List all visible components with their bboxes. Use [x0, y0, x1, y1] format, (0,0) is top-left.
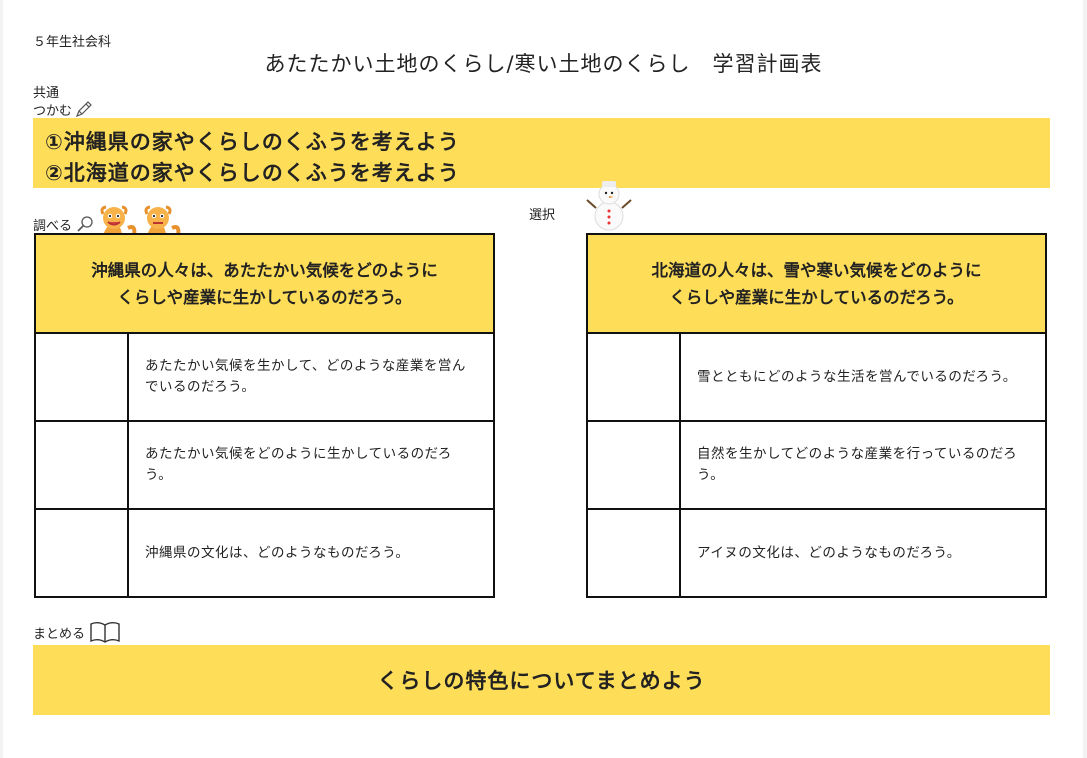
okinawa-question: 沖縄県の人々は、あたたかい気候をどのように くらしや産業に生かしているのだろう。: [36, 235, 493, 334]
okinawa-row-check-cell[interactable]: [36, 334, 129, 420]
okinawa-row: あたたかい気候を生かして、どのような産業を営んでいるのだろう。: [36, 334, 493, 422]
investigate-heading: 調べる: [33, 204, 186, 244]
okinawa-row-check-cell[interactable]: [36, 422, 129, 508]
summary-goal: くらしの特色についてまとめよう: [33, 645, 1050, 715]
pencil-icon: [74, 99, 94, 119]
page-title: あたたかい土地のくらし/寒い土地のくらし 学習計画表: [264, 52, 823, 76]
hokkaido-row-check-cell[interactable]: [588, 510, 681, 596]
okinawa-question-line2: くらしや産業に生かしているのだろう。: [117, 287, 412, 307]
hokkaido-row-check-cell[interactable]: [588, 334, 681, 420]
hokkaido-row-check-cell[interactable]: [588, 422, 681, 508]
common-label: 共通: [33, 86, 60, 101]
choose-label: 選択: [529, 208, 556, 223]
okinawa-panel: 沖縄県の人々は、あたたかい気候をどのように くらしや産業に生かしているのだろう。…: [34, 233, 495, 598]
grade-subject: ５年生社会科: [33, 35, 112, 50]
investigate-label: 調べる: [33, 218, 73, 234]
common-goals-band: ①沖縄県の家やくらしのくふうを考えよう ②北海道の家やくらしのくふうを考えよう: [33, 118, 1050, 188]
hokkaido-row-text: アイヌの文化は、どのようなものだろう。: [697, 544, 961, 561]
magnifier-icon: [75, 215, 95, 233]
okinawa-row: 沖縄県の文化は、どのようなものだろう。: [36, 510, 493, 596]
hokkaido-row-text: 自然を生かしてどのような産業を行っているのだろう。: [697, 446, 1018, 483]
open-book-icon: [89, 620, 121, 644]
grasp-heading: つかむ: [33, 99, 94, 119]
hokkaido-row: アイヌの文化は、どのようなものだろう。: [588, 510, 1045, 596]
okinawa-row: あたたかい気候をどのように生かしているのだろう。: [36, 422, 493, 510]
grasp-label: つかむ: [33, 103, 73, 119]
hokkaido-row: 雪とともにどのような生活を営んでいるのだろう。: [588, 334, 1045, 422]
okinawa-row-text: あたたかい気候をどのように生かしているのだろう。: [145, 446, 452, 483]
goal-hokkaido: ②北海道の家やくらしのくふうを考えよう: [45, 161, 460, 185]
snowman-icon: [584, 178, 634, 232]
hokkaido-row: 自然を生かしてどのような産業を行っているのだろう。: [588, 422, 1045, 510]
okinawa-row-text: あたたかい気候を生かして、どのような産業を営んでいるのだろう。: [145, 358, 466, 395]
hokkaido-question-line2: くらしや産業に生かしているのだろう。: [669, 287, 964, 307]
summary-heading: まとめる: [33, 620, 121, 644]
shisa-icon: [98, 204, 186, 244]
hokkaido-row-text: 雪とともにどのような生活を営んでいるのだろう。: [697, 368, 1017, 385]
summary-label: まとめる: [33, 626, 86, 642]
okinawa-row-check-cell[interactable]: [36, 510, 129, 596]
hokkaido-panel: 北海道の人々は、雪や寒い気候をどのように くらしや産業に生かしているのだろう。 …: [586, 233, 1047, 598]
okinawa-row-text: 沖縄県の文化は、どのようなものだろう。: [145, 544, 410, 561]
goal-okinawa: ①沖縄県の家やくらしのくふうを考えよう: [45, 130, 460, 154]
hokkaido-question-line1: 北海道の人々は、雪や寒い気候をどのように: [651, 260, 982, 280]
hokkaido-question: 北海道の人々は、雪や寒い気候をどのように くらしや産業に生かしているのだろう。: [588, 235, 1045, 334]
okinawa-question-line1: 沖縄県の人々は、あたたかい気候をどのように: [91, 260, 438, 280]
